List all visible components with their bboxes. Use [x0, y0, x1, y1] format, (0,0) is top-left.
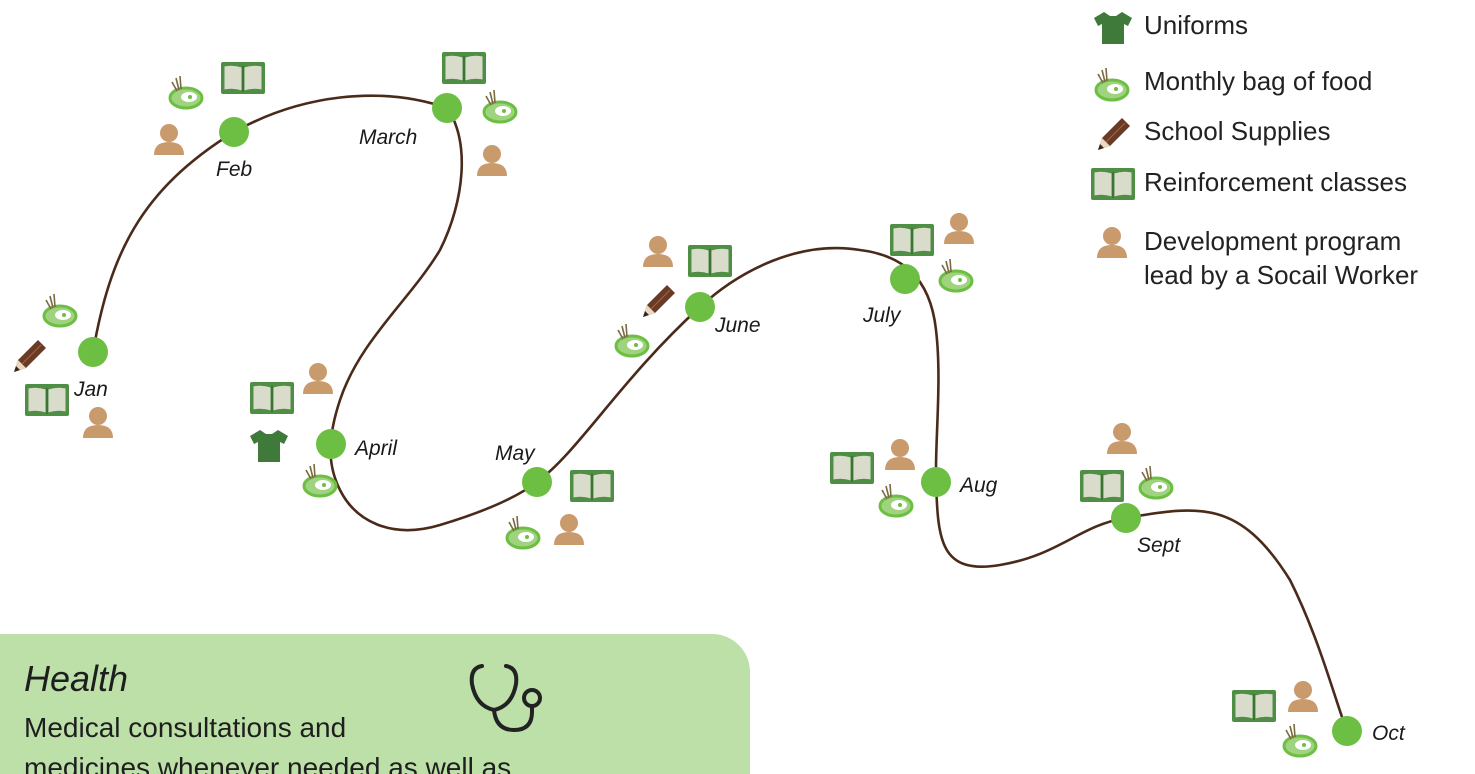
- legend-label-program-line1: Development program: [1144, 226, 1402, 256]
- legend-item-uniforms: Uniforms: [1090, 8, 1248, 48]
- food-icon: [42, 292, 78, 328]
- month-node-may: [522, 467, 552, 497]
- person-icon: [477, 145, 507, 176]
- book-icon: [889, 223, 935, 257]
- person-icon: [303, 363, 333, 394]
- health-line-1: Medical consultations and: [24, 712, 347, 743]
- month-node-jan: [78, 337, 108, 367]
- shirt-icon: [250, 430, 288, 462]
- month-label-june: June: [714, 314, 761, 337]
- month-label-aug: Aug: [958, 474, 998, 497]
- food-icon: [878, 482, 914, 518]
- month-node-july: [890, 264, 920, 294]
- month-label-april: April: [353, 437, 398, 460]
- book-icon: [249, 381, 295, 415]
- person-icon: [83, 407, 113, 438]
- book-icon: [829, 451, 875, 485]
- legend-label-classes: Reinforcement classes: [1144, 167, 1407, 197]
- month-node-feb: [219, 117, 249, 147]
- person-icon: [885, 439, 915, 470]
- health-panel: Health Medical consultations and medicin…: [0, 634, 750, 774]
- shirt-icon: [1094, 12, 1132, 44]
- legend-label-program-line2: lead by a Socail Worker: [1144, 260, 1419, 290]
- book-icon: [1090, 167, 1136, 201]
- month-label-march: March: [359, 126, 417, 149]
- food-icon: [1282, 722, 1318, 758]
- pencil-icon: [1097, 117, 1131, 151]
- person-icon: [1097, 227, 1127, 258]
- month-label-jan: Jan: [73, 378, 108, 401]
- food-icon: [482, 88, 518, 124]
- pencil-icon: [13, 339, 47, 373]
- person-icon: [944, 213, 974, 244]
- book-icon: [1231, 689, 1277, 723]
- book-icon: [569, 469, 615, 503]
- person-icon: [643, 236, 673, 267]
- person-icon: [154, 124, 184, 155]
- month-label-may: May: [495, 442, 536, 465]
- legend-label-program: Development program lead by a Socail Wor…: [1144, 224, 1418, 292]
- book-icon: [24, 383, 70, 417]
- month-label-oct: Oct: [1372, 722, 1406, 745]
- pencil-icon: [642, 284, 676, 318]
- month-label-sept: Sept: [1137, 534, 1181, 557]
- month-label-july: July: [862, 304, 902, 327]
- person-icon: [554, 514, 584, 545]
- person-icon: [1288, 681, 1318, 712]
- book-icon: [1079, 469, 1125, 503]
- food-icon: [505, 514, 541, 550]
- book-icon: [441, 51, 487, 85]
- food-icon: [1138, 464, 1174, 500]
- legend: Uniforms Monthly bag of food School Supp…: [1090, 0, 1475, 300]
- health-description: Medical consultations and medicines when…: [24, 708, 624, 774]
- food-icon: [614, 322, 650, 358]
- legend-label-uniforms: Uniforms: [1144, 10, 1249, 40]
- month-node-april: [316, 429, 346, 459]
- food-icon: [168, 74, 204, 110]
- month-node-sept: [1111, 503, 1141, 533]
- month-node-aug: [921, 467, 951, 497]
- book-icon: [220, 61, 266, 95]
- legend-item-supplies: School Supplies: [1090, 114, 1330, 154]
- legend-item-classes: Reinforcement classes: [1090, 165, 1407, 205]
- person-icon: [1107, 423, 1137, 454]
- health-line-2: medicines whenever needed as well as: [24, 752, 512, 774]
- month-label-feb: Feb: [216, 158, 253, 181]
- book-icon: [687, 244, 733, 278]
- food-icon: [1094, 66, 1130, 102]
- legend-item-program: Development program lead by a Socail Wor…: [1090, 224, 1418, 292]
- legend-label-food: Monthly bag of food: [1144, 66, 1373, 96]
- food-icon: [938, 257, 974, 293]
- health-title: Health: [24, 658, 129, 699]
- month-node-june: [685, 292, 715, 322]
- legend-label-supplies: School Supplies: [1144, 116, 1331, 146]
- stethoscope-icon: [469, 664, 542, 733]
- month-node-march: [432, 93, 462, 123]
- legend-item-food: Monthly bag of food: [1090, 64, 1372, 104]
- month-node-oct: [1332, 716, 1362, 746]
